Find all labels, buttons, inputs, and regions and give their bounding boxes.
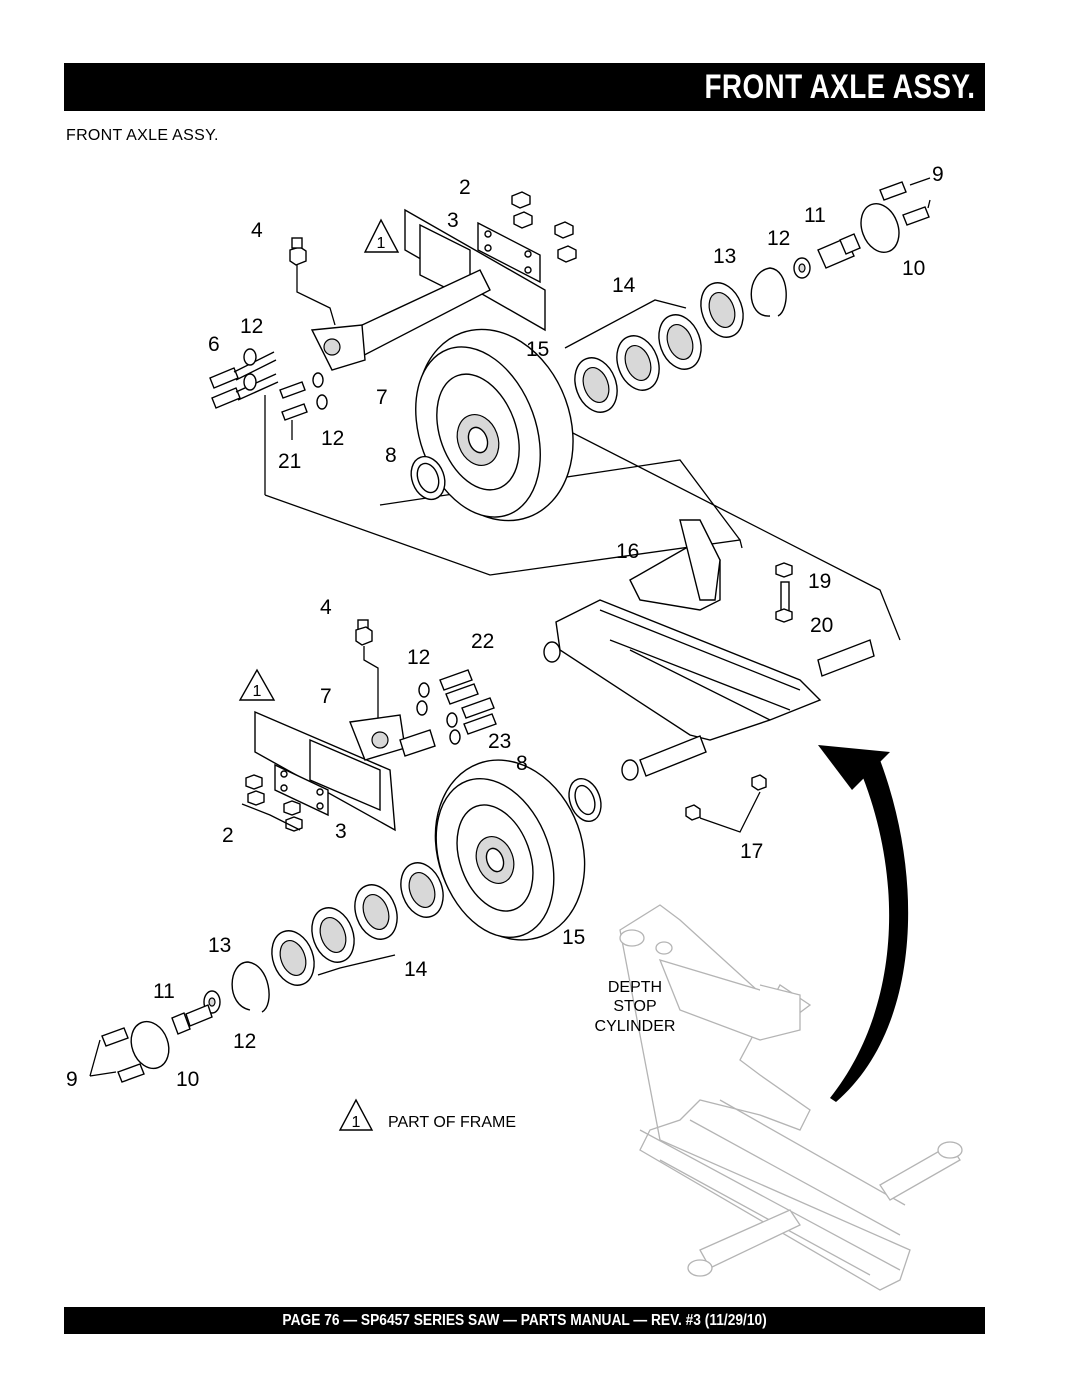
callout-17: 17 xyxy=(740,840,763,863)
callout-14-top: 14 xyxy=(612,274,636,297)
page-title: FRONT AXLE ASSY. xyxy=(704,67,975,106)
depth-stop-line-2: STOP xyxy=(613,998,656,1015)
callout-9-bottom: 9 xyxy=(66,1068,78,1091)
depth-stop-line-3: CYLINDER xyxy=(595,1018,676,1035)
washer-part-12-right xyxy=(793,257,811,279)
bolts-part-22 xyxy=(416,669,479,716)
callout-8-bottom: 8 xyxy=(516,752,528,775)
legend-part-of-frame: PART OF FRAME xyxy=(388,1114,516,1131)
plate-part-3-top xyxy=(477,221,541,284)
callout-3-bottom: 3 xyxy=(335,820,347,843)
callout-10-bottom: 10 xyxy=(176,1068,199,1091)
triangle-icon-top: 1 xyxy=(363,218,400,253)
callout-9-top: 9 xyxy=(932,163,944,186)
grease-fitting-part-4-top xyxy=(289,237,336,326)
callout-12-mid: 12 xyxy=(321,427,344,450)
callout-13-bottom: 13 xyxy=(208,934,231,957)
wheel-part-15-top xyxy=(415,328,574,522)
callout-13-top: 13 xyxy=(713,245,736,268)
bolts-part-23 xyxy=(446,697,497,745)
callout-12-low: 12 xyxy=(233,1030,256,1053)
bolts-part-6 xyxy=(209,348,279,409)
callout-15-top: 15 xyxy=(526,338,549,361)
callout-11-top: 11 xyxy=(804,204,826,227)
bolt-part-20 xyxy=(775,581,793,623)
callout-19: 19 xyxy=(808,570,831,593)
callout-23: 23 xyxy=(488,730,511,753)
curved-arrow-icon xyxy=(818,745,909,1102)
frame-marker-bottom: 1 xyxy=(253,683,262,700)
nuts-part-2-bottom xyxy=(241,774,303,832)
header-bar: FRONT AXLE ASSY. xyxy=(64,63,985,111)
grease-fitting-part-4-bottom xyxy=(355,619,379,720)
cap-part-10-top xyxy=(860,203,900,253)
depth-stop-line-1: DEPTH xyxy=(608,979,662,996)
cap-part-10-bottom xyxy=(130,1020,170,1070)
bearings-part-14-top xyxy=(574,282,744,413)
axle-tube-bottom xyxy=(349,714,436,761)
bolts-part-7-top xyxy=(279,372,328,440)
ghost-frame-illustration xyxy=(619,904,963,1291)
frame-marker-top: 1 xyxy=(377,235,386,252)
callout-14-bottom: 14 xyxy=(404,958,428,981)
bolt-part-11-top xyxy=(817,233,861,269)
callout-3-top: 3 xyxy=(447,209,459,232)
callout-7-bottom: 7 xyxy=(320,685,332,708)
callout-2-top: 2 xyxy=(459,176,471,199)
spacer-part-8-top xyxy=(410,455,446,501)
callout-8-top: 8 xyxy=(385,444,397,467)
callout-21: 21 xyxy=(278,450,301,473)
callout-group: 2 3 4 9 11 12 13 10 14 6 12 15 7 12 21 8… xyxy=(66,163,944,1091)
callout-2-bottom: 2 xyxy=(222,824,234,847)
callout-7-top: 7 xyxy=(376,386,388,409)
callout-12-right: 12 xyxy=(767,227,790,250)
triangle-icon-bottom: 1 xyxy=(238,668,276,701)
callout-4-top: 4 xyxy=(251,219,263,242)
callout-12-left: 12 xyxy=(240,315,263,338)
footer-text: PAGE 76 — SP6457 SERIES SAW — PARTS MANU… xyxy=(282,1311,767,1329)
frame-marker-legend: 1 xyxy=(352,1114,361,1131)
nuts-part-17 xyxy=(685,774,767,833)
callout-10-top: 10 xyxy=(902,257,925,280)
callout-22: 22 xyxy=(471,630,494,653)
axle-tube-top xyxy=(310,269,491,371)
wheel-part-15-bottom xyxy=(434,759,586,941)
callout-16: 16 xyxy=(616,540,639,563)
bolts-part-9-top xyxy=(879,177,931,226)
callout-4-bottom: 4 xyxy=(320,596,332,619)
callout-15-bottom: 15 xyxy=(562,926,585,949)
callout-11-bottom: 11 xyxy=(153,980,175,1003)
nuts-part-2-top xyxy=(511,191,577,263)
callout-6: 6 xyxy=(208,333,220,356)
snap-ring-part-13-bottom xyxy=(231,961,270,1013)
bearings-part-14-bottom xyxy=(271,862,444,986)
frame-plate-bottom xyxy=(254,710,396,832)
spacer-part-8-bottom xyxy=(568,777,602,823)
triangle-icon-legend: 1 xyxy=(338,1098,374,1131)
diagram-subtitle: FRONT AXLE ASSY. xyxy=(66,127,219,144)
bolt-part-11-bottom xyxy=(171,1004,213,1035)
frame-part-16 xyxy=(543,519,875,781)
plate-part-3-bottom xyxy=(274,763,329,817)
callout-20: 20 xyxy=(810,614,833,637)
snap-ring-part-13-top xyxy=(750,267,787,317)
bearing-group-leader xyxy=(564,299,687,349)
nut-part-19 xyxy=(775,562,793,578)
footer-bar: PAGE 76 — SP6457 SERIES SAW — PARTS MANU… xyxy=(64,1307,985,1334)
callout-12-bottom: 12 xyxy=(407,646,430,669)
bolts-part-9-bottom xyxy=(89,1027,145,1083)
frame-leader xyxy=(429,359,901,641)
